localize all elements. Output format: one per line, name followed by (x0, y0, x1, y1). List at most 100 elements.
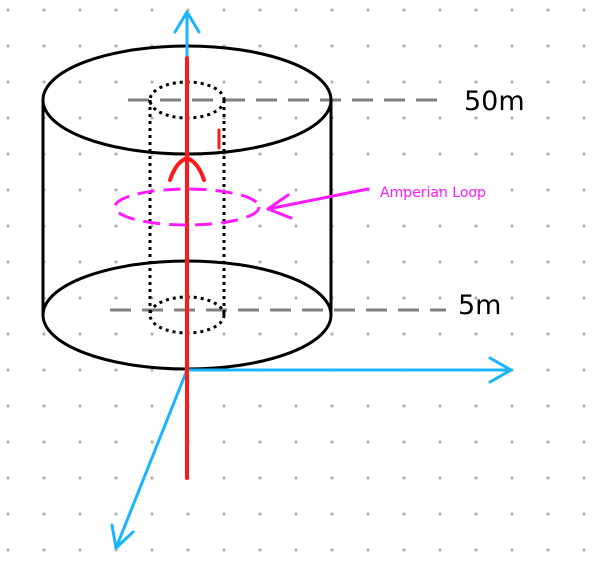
grid-dot (402, 512, 406, 516)
x-axis-arrowhead-icon (488, 356, 513, 384)
current-direction-arrow-icon (168, 155, 206, 182)
grid-dot (546, 224, 550, 228)
grid-dot (474, 260, 478, 264)
grid-dot (294, 8, 298, 12)
grid-dot (510, 512, 514, 516)
grid-dot (78, 332, 82, 336)
grid-dot (258, 152, 262, 156)
grid-dot (510, 224, 514, 228)
grid-dot (546, 296, 550, 300)
grid-dot (294, 512, 298, 516)
grid-dot (582, 296, 586, 300)
grid-dot (150, 368, 154, 372)
grid-dot (546, 548, 550, 552)
grid-dot (114, 44, 118, 48)
grid-dot (222, 440, 226, 444)
grid-dot (546, 404, 550, 408)
grid-dot (510, 44, 514, 48)
grid-dot (258, 188, 262, 192)
grid-dot (258, 296, 262, 300)
grid-dot (402, 332, 406, 336)
grid-dot (402, 440, 406, 444)
loop-pointer (266, 187, 370, 220)
grid-dot (330, 548, 334, 552)
grid-dot (330, 404, 334, 408)
grid-dot (366, 440, 370, 444)
grid-dot (582, 152, 586, 156)
grid-dot (438, 152, 442, 156)
grid-dot (366, 44, 370, 48)
grid-dot (474, 116, 478, 120)
grid-dot (330, 8, 334, 12)
grid-dot (150, 404, 154, 408)
grid-dot (42, 548, 46, 552)
grid-dot (438, 548, 442, 552)
grid-dot (258, 440, 262, 444)
grid-dot (222, 80, 226, 84)
grid-dot (438, 44, 442, 48)
grid-dot (258, 476, 262, 480)
grid-dot (330, 80, 334, 84)
grid-dot (474, 404, 478, 408)
grid-dot (402, 80, 406, 84)
grid-dot (6, 80, 10, 84)
grid-dot (150, 548, 154, 552)
grid-dot (6, 44, 10, 48)
grid-dot (294, 116, 298, 120)
grid-dot (42, 368, 46, 372)
grid-dot (546, 152, 550, 156)
grid-dot (294, 188, 298, 192)
grid-dot (582, 440, 586, 444)
grid-dot (438, 296, 442, 300)
grid-dot (582, 44, 586, 48)
grid-dot (258, 224, 262, 228)
grid-dot (402, 260, 406, 264)
grid-dot (150, 8, 154, 12)
grid-dot (222, 476, 226, 480)
grid-dot (582, 512, 586, 516)
grid-dot (330, 512, 334, 516)
current-wire (168, 56, 221, 480)
grid-dot (546, 260, 550, 264)
grid-dot (474, 512, 478, 516)
grid-dot (474, 332, 478, 336)
grid-dot (294, 80, 298, 84)
grid-dot (78, 404, 82, 408)
grid-dot (6, 116, 10, 120)
grid-dot (6, 548, 10, 552)
grid-dot (474, 8, 478, 12)
grid-dot (510, 476, 514, 480)
grid-dot (438, 476, 442, 480)
grid-dot (366, 512, 370, 516)
grid-dot (546, 332, 550, 336)
grid-dot (6, 512, 10, 516)
grid-dot (366, 548, 370, 552)
grid-dot (78, 512, 82, 516)
grid-dot (42, 44, 46, 48)
grid-dot (474, 440, 478, 444)
grid-dot (510, 296, 514, 300)
grid-dot (6, 260, 10, 264)
grid-dot (438, 80, 442, 84)
grid-dot (366, 224, 370, 228)
grid-dot (114, 152, 118, 156)
grid-dot (474, 80, 478, 84)
grid-dot (582, 188, 586, 192)
grid-dot (294, 260, 298, 264)
grid-dot (582, 8, 586, 12)
grid-dot (510, 332, 514, 336)
grid-dot (294, 296, 298, 300)
grid-dot (330, 440, 334, 444)
grid-dot (6, 476, 10, 480)
grid-dot (582, 332, 586, 336)
grid-dot (402, 548, 406, 552)
grid-dot (402, 224, 406, 228)
grid-dot (6, 404, 10, 408)
grid-dot (366, 476, 370, 480)
grid-dot (474, 296, 478, 300)
grid-dot (114, 116, 118, 120)
grid-dot (78, 548, 82, 552)
grid-dot (474, 188, 478, 192)
grid-dot (186, 512, 190, 516)
